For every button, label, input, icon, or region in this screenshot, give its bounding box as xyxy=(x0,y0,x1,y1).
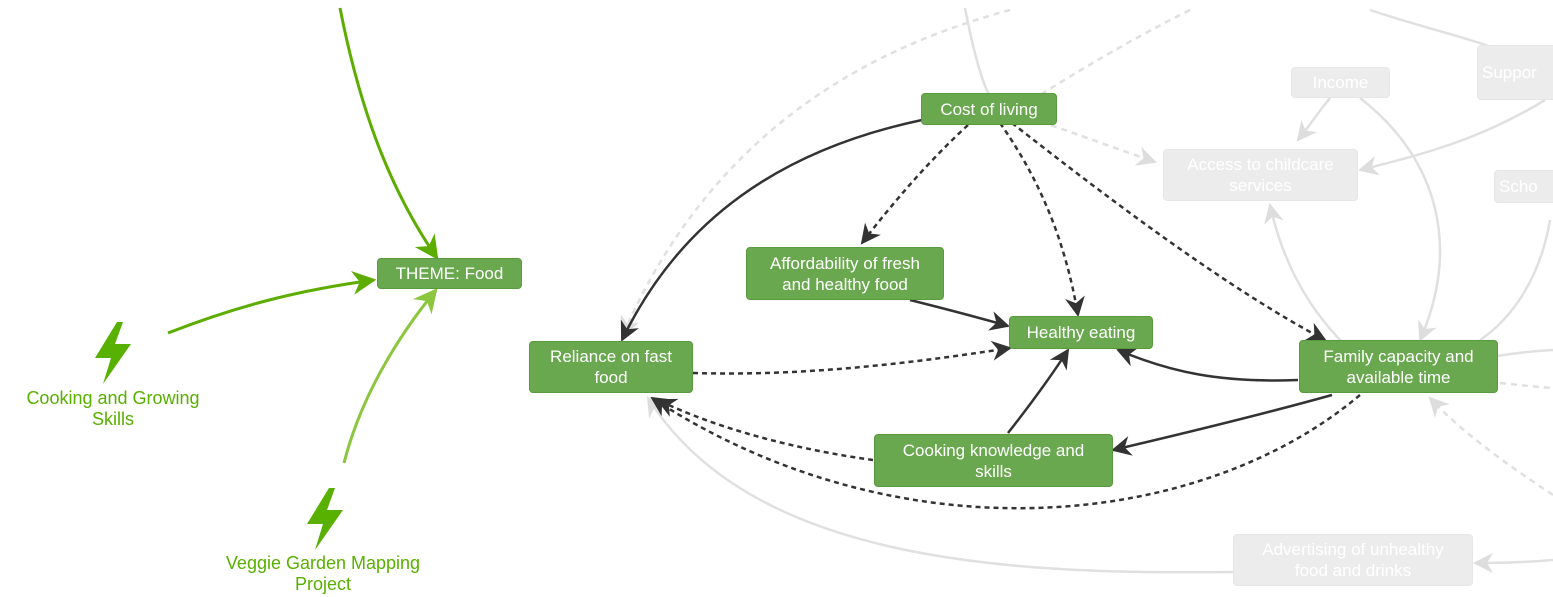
node-cost-of-living[interactable]: Cost of living xyxy=(921,93,1057,125)
intervention-cooking-growing[interactable]: Cooking and Growing Skills xyxy=(26,388,200,429)
edge-family-to-reliance xyxy=(650,394,1361,510)
edge-cooking-to-healthy xyxy=(1007,348,1070,434)
intervention-veggie-garden[interactable]: Veggie Garden Mapping Project xyxy=(225,553,421,594)
faded-edge xyxy=(1473,552,1553,573)
node-cooking-knowledge[interactable]: Cooking knowledge and skills xyxy=(874,434,1113,487)
edge-cooking-to-reliance xyxy=(656,398,874,462)
faded-edges xyxy=(646,7,1553,574)
lightning-bolt-icon[interactable] xyxy=(305,488,345,550)
node-theme-food[interactable]: THEME: Food xyxy=(377,258,522,289)
edge-cost-to-reliance xyxy=(620,118,923,342)
faded-edge xyxy=(1479,219,1552,342)
faded-edge xyxy=(1359,97,1442,342)
faded-edge xyxy=(1296,97,1331,142)
theme-links xyxy=(167,7,439,464)
faded-edge xyxy=(1499,381,1553,390)
faded-edge xyxy=(1428,396,1553,497)
edge-family-to-healthy xyxy=(1116,347,1299,382)
causal-dashed-edges xyxy=(650,122,1361,510)
edge-cooking-growing-to-theme xyxy=(167,271,377,335)
faded-edge xyxy=(1358,98,1546,176)
node-affordability[interactable]: Affordability of fresh and healthy food xyxy=(746,247,944,300)
edge-cost-to-family xyxy=(1011,122,1327,342)
node-school[interactable]: Scho xyxy=(1494,170,1553,203)
edge-veggie-to-theme xyxy=(342,288,438,464)
faded-edge xyxy=(1264,203,1346,346)
faded-edge xyxy=(963,7,991,96)
node-healthy-eating[interactable]: Healthy eating xyxy=(1009,316,1153,349)
edge-cost-to-healthy xyxy=(998,122,1085,317)
lightning-bolt-icon[interactable] xyxy=(93,322,133,384)
node-support[interactable]: Suppor xyxy=(1477,45,1553,100)
causal-edges xyxy=(620,118,1333,456)
node-childcare[interactable]: Access to childcare services xyxy=(1163,149,1358,201)
faded-edge xyxy=(1496,348,1553,358)
node-family-capacity[interactable]: Family capacity and available time xyxy=(1299,340,1498,393)
edge-family-to-cooking xyxy=(1111,393,1333,456)
node-income[interactable]: Income xyxy=(1291,67,1390,98)
edge-affordability-to-healthy xyxy=(909,298,1010,331)
faded-dashed-edges xyxy=(620,8,1553,497)
edge-reliance-to-healthy xyxy=(692,340,1012,375)
node-advertising[interactable]: Advertising of unhealthy food and drinks xyxy=(1233,534,1473,586)
edge-cost-to-affordability xyxy=(860,124,969,245)
faded-edge xyxy=(1039,8,1191,97)
edge-top-to-theme xyxy=(338,7,439,260)
faded-edge xyxy=(646,396,1234,574)
node-reliance-fast-food[interactable]: Reliance on fast food xyxy=(529,341,693,393)
